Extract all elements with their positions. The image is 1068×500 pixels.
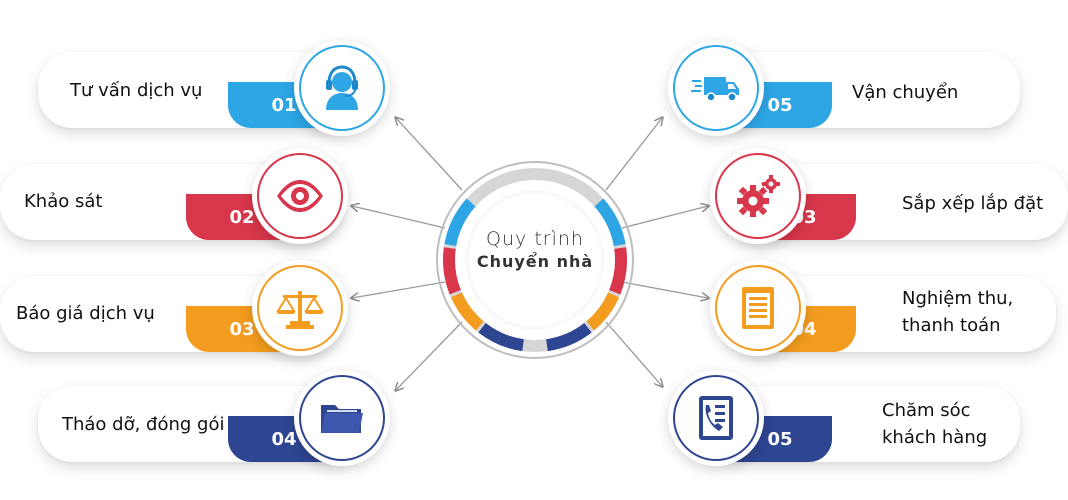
step-icon-circle [252, 148, 348, 244]
connector-arrow [605, 118, 662, 191]
step-icon-circle [294, 40, 390, 136]
step-number: 01 [271, 94, 297, 116]
hub-arc-segment [545, 322, 592, 352]
step-icon-circle [252, 260, 348, 356]
hub-arc-segment [478, 322, 525, 352]
connector-arrow [352, 206, 446, 229]
hub-arc-segment [586, 292, 620, 331]
step-icon-circle [710, 148, 806, 244]
connector-arrow [396, 321, 463, 390]
step-label: Tháo dỡ, đóng gói [62, 414, 225, 435]
step-icon-circle [668, 40, 764, 136]
step-label: Nghiệm thu, thanh toán [902, 288, 1014, 336]
step-icon-circle [710, 260, 806, 356]
step-label: Sắp xếp lắp đặt [902, 193, 1044, 214]
customer-support-icon [326, 65, 358, 110]
center-title-line2: Chuyển nhà [476, 252, 594, 271]
hub-arc-segment [450, 292, 484, 331]
step-label: Khảo sát [24, 191, 103, 212]
step-label: Vận chuyển [852, 82, 959, 103]
step-label: Báo giá dịch vụ [16, 303, 155, 324]
phone-book-icon [699, 396, 733, 440]
document-icon [742, 287, 774, 329]
gears-icon [737, 175, 780, 217]
step-label: Tư vấn dịch vụ [70, 80, 203, 101]
hub-arc-segment [609, 247, 627, 295]
connector-arrow [396, 118, 463, 191]
center-title-line1: Quy trình [486, 228, 584, 250]
hub-arc-segment [594, 198, 626, 247]
delivery-truck-icon [691, 77, 739, 102]
step-icon-circle [294, 370, 390, 466]
balance-scale-icon [276, 291, 324, 329]
connector-arrow [621, 281, 708, 298]
connector-arrow [605, 321, 662, 386]
connector-arrow [621, 206, 708, 229]
hub-arc-segment [444, 198, 476, 247]
step-number: 03 [229, 318, 255, 340]
step-number: 02 [229, 206, 255, 228]
step-label: Chăm sóc khách hàng [882, 400, 988, 448]
step-number: 05 [767, 94, 793, 116]
connector-arrow [352, 281, 446, 298]
hub-arc-segment [443, 247, 461, 295]
center-title: Quy trình Chuyển nhà [470, 228, 600, 271]
eye-icon [277, 180, 323, 212]
center-hub [436, 161, 634, 359]
step-number: 04 [271, 428, 297, 450]
folder-icon [321, 405, 363, 433]
step-number: 05 [767, 428, 793, 450]
step-icon-circle [668, 370, 764, 466]
